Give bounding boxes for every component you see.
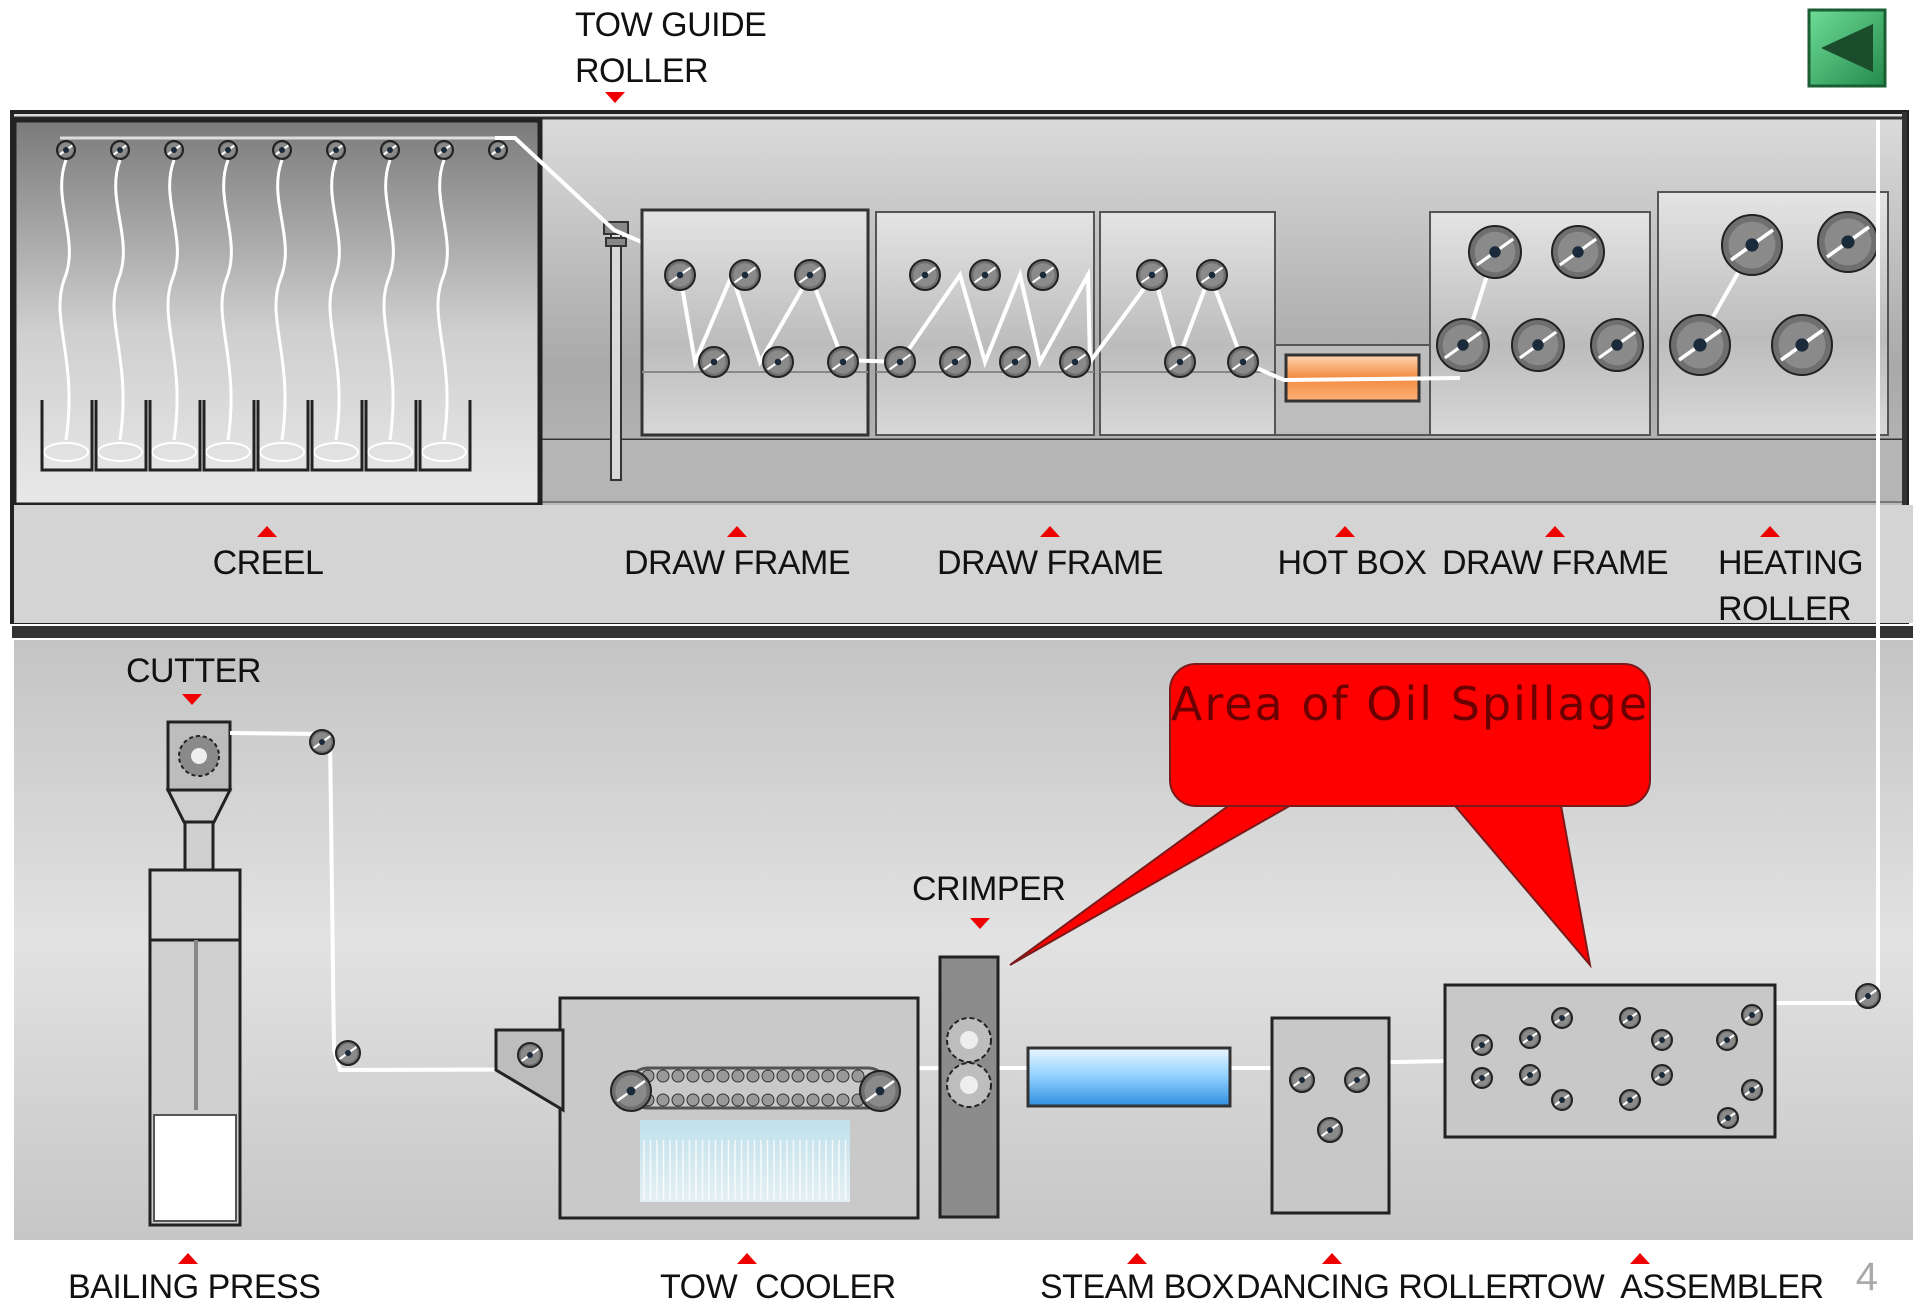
heating-roller [1722, 215, 1782, 275]
draw-roller-large [1552, 226, 1604, 278]
creel-guide-roller [489, 141, 507, 159]
label-tow-cooler: TOW COOLER [660, 1264, 896, 1305]
creel-guide-roller [57, 141, 75, 159]
assembler-roller [1652, 1065, 1672, 1085]
hot-box-unit [1275, 345, 1430, 435]
assembler-roller [1742, 1080, 1762, 1100]
draw-roller [828, 347, 858, 377]
creel-guide-roller [273, 141, 291, 159]
assembler-roller [1552, 1090, 1572, 1110]
draw-roller-large [1591, 319, 1643, 371]
bailing-press-unit [150, 870, 240, 1225]
heating-roller [1670, 315, 1730, 375]
assembler-roller [1742, 1005, 1762, 1025]
callout-text: Area of Oil Spillage [1170, 675, 1650, 734]
guide-roller [1345, 1068, 1369, 1092]
creel-guide-roller [381, 141, 399, 159]
row-divider [12, 626, 1913, 638]
draw-frame-unit-1 [642, 210, 868, 435]
label-tow-guide-roller: TOW GUIDE ROLLER [575, 2, 766, 94]
assembler-roller [1472, 1035, 1492, 1055]
assembler-roller [1552, 1008, 1572, 1028]
draw-roller-large [1437, 319, 1489, 371]
assembler-roller [1520, 1065, 1540, 1085]
steam-box-unit [1028, 1048, 1230, 1106]
creel-guide-roller [435, 141, 453, 159]
creel-guide-roller [219, 141, 237, 159]
guide-roller [1290, 1068, 1314, 1092]
creel-guide-roller [327, 141, 345, 159]
label-bailing-press: BAILING PRESS [68, 1264, 320, 1305]
assembler-roller [1718, 1108, 1738, 1128]
label-tow-assembler: TOW ASSEMBLER [1527, 1264, 1824, 1305]
draw-roller [940, 347, 970, 377]
assembler-roller [1717, 1030, 1737, 1050]
draw-roller [1197, 260, 1227, 290]
draw-roller [763, 347, 793, 377]
assembler-roller [1472, 1068, 1492, 1088]
cooler-roller [860, 1071, 900, 1111]
draw-roller [1228, 347, 1258, 377]
label-pointer [1322, 1253, 1342, 1264]
label-creel: CREEL [213, 540, 324, 586]
draw-frame-unit-3 [1100, 212, 1275, 435]
creel-guide-roller [111, 141, 129, 159]
label-draw-frame-2: DRAW FRAME [937, 540, 1163, 586]
label-cutter: CUTTER [126, 648, 261, 694]
back-arrow-icon [1807, 8, 1887, 88]
heating-roller [1772, 315, 1832, 375]
label-draw-frame-3: DRAW FRAME [1442, 540, 1668, 586]
heating-roller [1818, 212, 1878, 272]
creel-guide-roller [165, 141, 183, 159]
label-hot-box: HOT BOX [1278, 540, 1427, 586]
tow-cooler-unit [496, 998, 918, 1218]
label-steam-box: STEAM BOX [1040, 1264, 1234, 1305]
draw-roller [885, 347, 915, 377]
draw-roller-large [1469, 226, 1521, 278]
draw-roller [730, 260, 760, 290]
dancing-roller-unit [1272, 1018, 1389, 1213]
guide-roller [1318, 1118, 1342, 1142]
label-pointer [178, 1253, 198, 1264]
draw-roller [910, 260, 940, 290]
draw-roller [1165, 347, 1195, 377]
draw-roller [699, 347, 729, 377]
label-crimper: CRIMPER [912, 866, 1065, 912]
label-dancing-roller: DANCING ROLLER [1236, 1264, 1531, 1305]
assembler-roller [1520, 1028, 1540, 1048]
cooler-roller [611, 1071, 651, 1111]
assembler-roller [1620, 1090, 1640, 1110]
assembler-roller [1652, 1030, 1672, 1050]
label-draw-frame-1: DRAW FRAME [624, 540, 850, 586]
draw-roller [665, 260, 695, 290]
draw-roller [795, 260, 825, 290]
crimper-unit [940, 957, 998, 1217]
draw-roller [1000, 347, 1030, 377]
label-pointer [737, 1253, 757, 1264]
draw-roller [1028, 260, 1058, 290]
page-number: 4 [1856, 1255, 1878, 1300]
assembler-roller [1620, 1008, 1640, 1028]
guide-roller [336, 1041, 360, 1065]
label-pointer [1127, 1253, 1147, 1264]
draw-roller [970, 260, 1000, 290]
draw-roller [1060, 347, 1090, 377]
draw-roller [1137, 260, 1167, 290]
guide-roller [1856, 984, 1880, 1008]
label-pointer [1630, 1253, 1650, 1264]
back-button[interactable] [1807, 8, 1887, 88]
guide-roller [518, 1043, 542, 1067]
draw-roller-large [1512, 319, 1564, 371]
guide-roller [310, 730, 334, 754]
label-heating-roller: HEATING ROLLER [1718, 540, 1863, 632]
